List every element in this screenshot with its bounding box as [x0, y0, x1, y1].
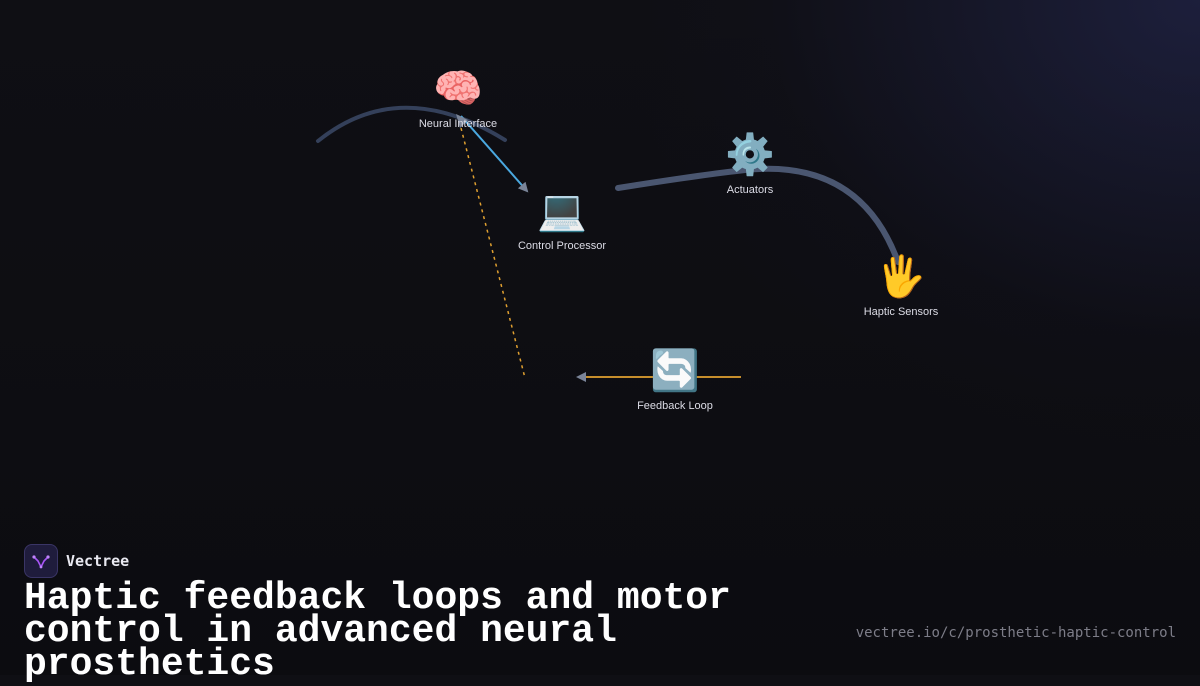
node-label: Control Processor — [517, 240, 607, 252]
laptop-icon: 💻 — [537, 188, 587, 234]
node-label: Haptic Sensors — [863, 306, 939, 318]
brand[interactable]: Vectree — [24, 544, 129, 578]
page-title: Haptic feedback loops and motor control … — [24, 577, 731, 686]
node-actuators[interactable]: ⚙️ Actuators — [725, 132, 775, 196]
node-neural-interface[interactable]: 🧠 Neural Interface — [419, 66, 497, 130]
edge-neural-to-processor — [460, 115, 529, 193]
loop-arrows-icon: 🔄 — [650, 348, 700, 394]
edge-neural-arrowhead — [456, 114, 468, 128]
node-label: Actuators — [726, 184, 774, 196]
vectree-logo-icon — [24, 544, 58, 578]
edge-processor-actuators-sensors — [615, 165, 901, 265]
gear-icon: ⚙️ — [725, 132, 775, 178]
node-control-processor[interactable]: 💻 Control Processor — [518, 188, 606, 252]
edge-feedback-dotted — [460, 127, 526, 379]
hand-icon: 🖐 — [876, 254, 926, 300]
node-label: Feedback Loop — [637, 400, 713, 412]
node-feedback-loop[interactable]: 🔄 Feedback Loop — [637, 348, 713, 412]
brain-icon: 🧠 — [433, 66, 483, 112]
edge-neural-arc — [316, 105, 507, 143]
node-haptic-sensors[interactable]: 🖐 Haptic Sensors — [864, 254, 939, 318]
page-url[interactable]: vectree.io/c/prosthetic-haptic-control — [855, 625, 1176, 641]
node-label: Neural Interface — [418, 118, 498, 130]
brand-name: Vectree — [66, 552, 130, 570]
